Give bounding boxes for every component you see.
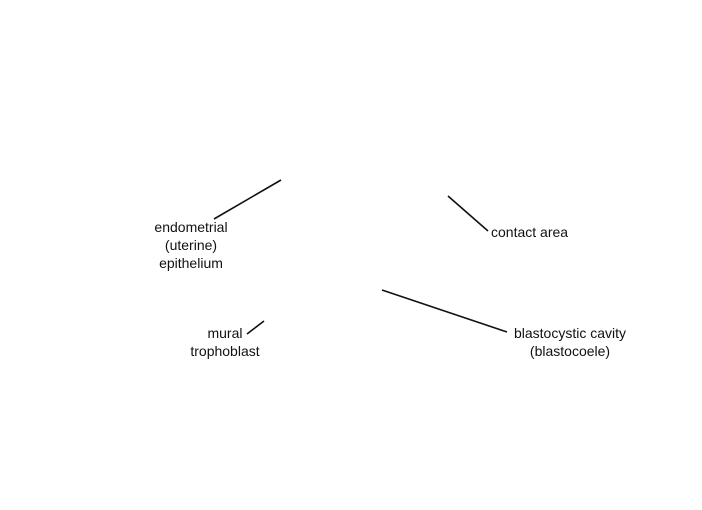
leader-line-contact-area bbox=[447, 195, 489, 232]
label-mural-trophoblast: mural trophoblast bbox=[190, 325, 260, 359]
label-blastocystic-cavity: blastocystic cavity (blastocoele) bbox=[513, 325, 627, 359]
leader-line-mural-trophoblast bbox=[246, 320, 265, 335]
leader-line-endometrial-epithelium bbox=[213, 179, 282, 220]
label-endometrial-epithelium: endometrial (uterine) epithelium bbox=[154, 219, 228, 271]
label-contact-area: contact area bbox=[491, 224, 569, 240]
leader-line-blastocystic-cavity bbox=[381, 289, 508, 333]
